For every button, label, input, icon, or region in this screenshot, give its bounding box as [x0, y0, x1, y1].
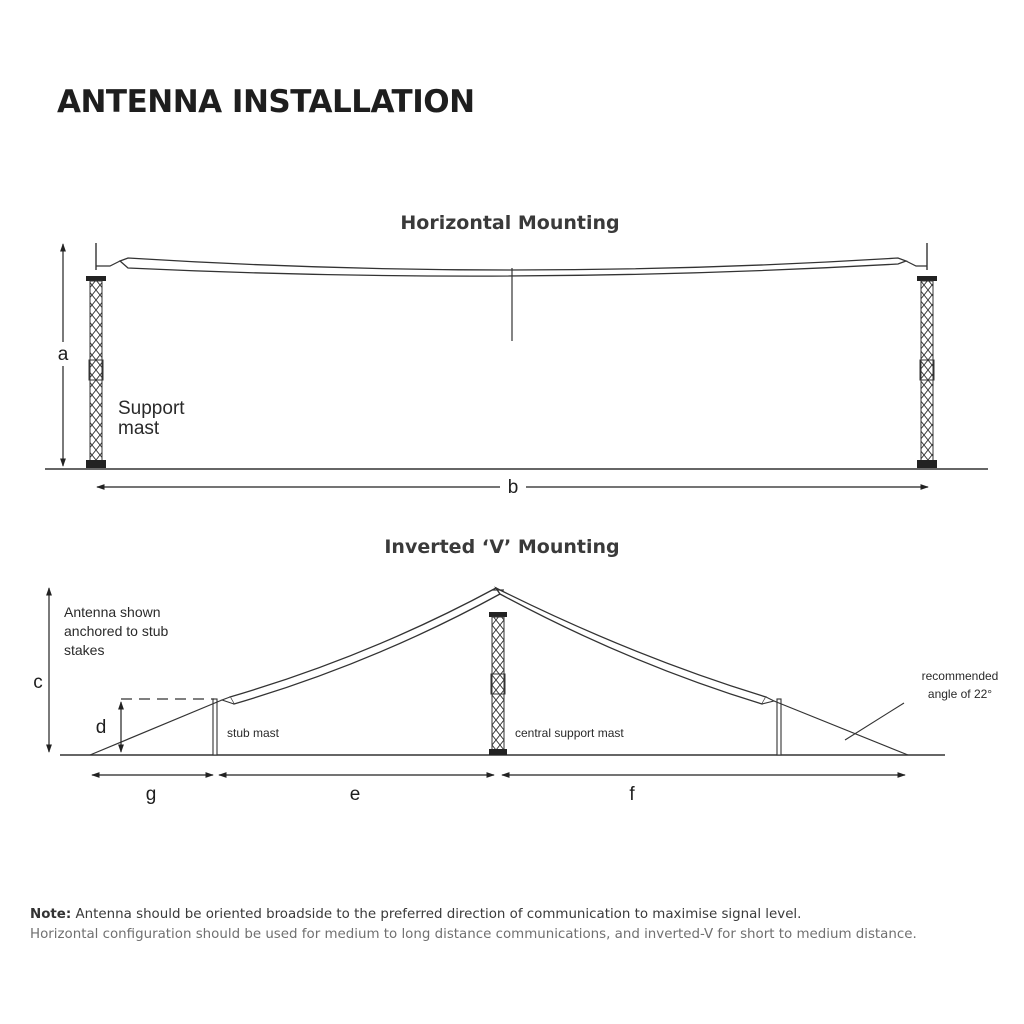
- dimension-f-label: f: [629, 784, 635, 805]
- horizontal-mounting-diagram: Horizontal Mounting a: [45, 212, 988, 498]
- dimension-b-label: b: [508, 477, 519, 498]
- dimension-d-label: d: [96, 717, 107, 738]
- dimension-g-label: g: [146, 784, 157, 805]
- anchor-note-line1: Antenna shown: [64, 604, 161, 620]
- left-antenna-leg: [229, 587, 501, 705]
- right-antenna-leg: [494, 586, 767, 705]
- support-mast-label-line1: Support: [118, 398, 185, 419]
- dimension-e-label: e: [350, 784, 361, 805]
- anchor-note-line3: stakes: [64, 642, 104, 658]
- angle-note-line2: angle of 22°: [928, 687, 992, 701]
- horizontal-mounting-heading: Horizontal Mounting: [400, 212, 619, 234]
- central-support-mast: [489, 612, 507, 755]
- installation-note: Note: Antenna should be oriented broadsi…: [30, 905, 1020, 945]
- inverted-v-antenna: [220, 586, 776, 705]
- note-line1: Note: Antenna should be oriented broadsi…: [30, 905, 1020, 925]
- stub-mast-label: stub mast: [227, 726, 280, 740]
- page-title: ANTENNA INSTALLATION: [57, 84, 475, 120]
- angle-note-line1: recommended: [922, 669, 999, 683]
- horizontal-antenna-wire: [96, 257, 927, 341]
- note-line2: Horizontal configuration should be used …: [30, 927, 917, 942]
- note-prefix: Note:: [30, 907, 72, 922]
- right-anchor-line: [773, 700, 909, 756]
- angle-leader-line: [844, 702, 905, 741]
- central-support-mast-label: central support mast: [515, 726, 624, 740]
- left-anchor-line: [89, 699, 223, 756]
- anchor-note-line2: anchored to stub: [64, 623, 169, 639]
- right-stub-mast: [776, 698, 782, 756]
- inverted-v-heading: Inverted ‘V’ Mounting: [384, 536, 619, 558]
- support-mast-label-line2: mast: [118, 418, 160, 439]
- left-support-mast: [86, 243, 106, 468]
- left-stub-mast: [212, 698, 218, 756]
- note-line1-text: Antenna should be oriented broadside to …: [75, 907, 802, 922]
- dimension-a-label: a: [58, 344, 69, 365]
- right-support-mast: [917, 243, 937, 468]
- dimension-c-label: c: [33, 672, 43, 693]
- inverted-v-mounting-diagram: Inverted ‘V’ Mounting c d: [29, 536, 998, 805]
